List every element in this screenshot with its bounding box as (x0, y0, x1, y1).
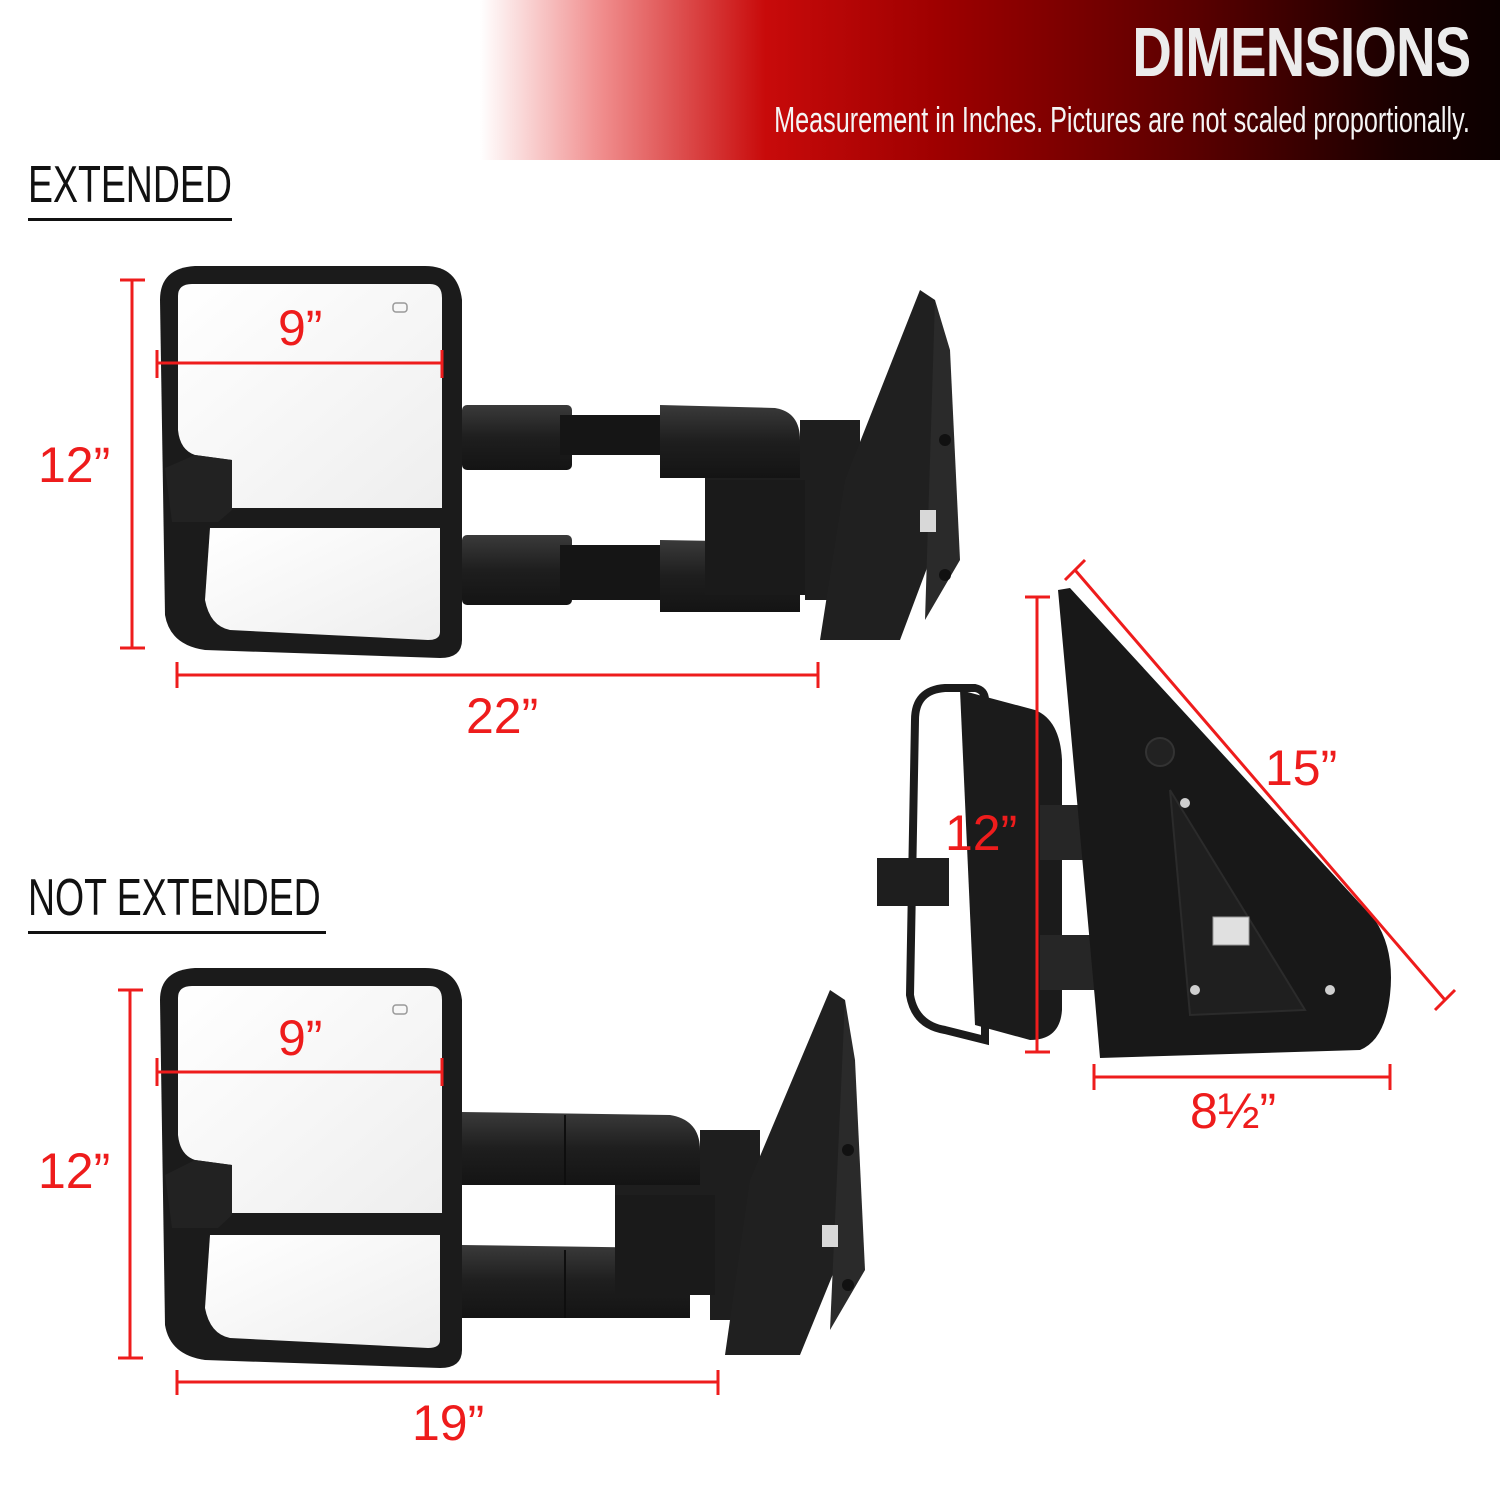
extended-glass-width-label: 9” (278, 300, 323, 356)
extended-length-label: 22” (466, 688, 539, 744)
not-extended-dimension-lines (118, 988, 720, 1395)
section-underline-not-extended (28, 931, 326, 934)
page-title: DIMENSIONS (1131, 13, 1471, 91)
not-extended-length-label: 19” (412, 1395, 485, 1451)
side-base-width-label: 8½” (1190, 1083, 1277, 1139)
extended-height-label: 12” (38, 437, 111, 493)
not-extended-mirror (160, 968, 865, 1368)
page-subtitle: Measurement in Inches. Pictures are not … (774, 99, 1470, 140)
side-diagonal-label: 15” (1265, 740, 1338, 796)
not-extended-height-label: 12” (38, 1143, 111, 1199)
not-extended-glass-width-label: 9” (278, 1010, 323, 1066)
header-banner: DIMENSIONS Measurement in Inches. Pictur… (480, 0, 1500, 160)
section-label-extended: EXTENDED (28, 156, 232, 214)
side-height-label: 12” (945, 805, 1018, 861)
section-underline-extended (28, 218, 232, 221)
section-label-not-extended: NOT EXTENDED (28, 869, 321, 927)
extended-dimension-lines (120, 278, 820, 688)
side-dimension-lines (1025, 558, 1457, 1090)
